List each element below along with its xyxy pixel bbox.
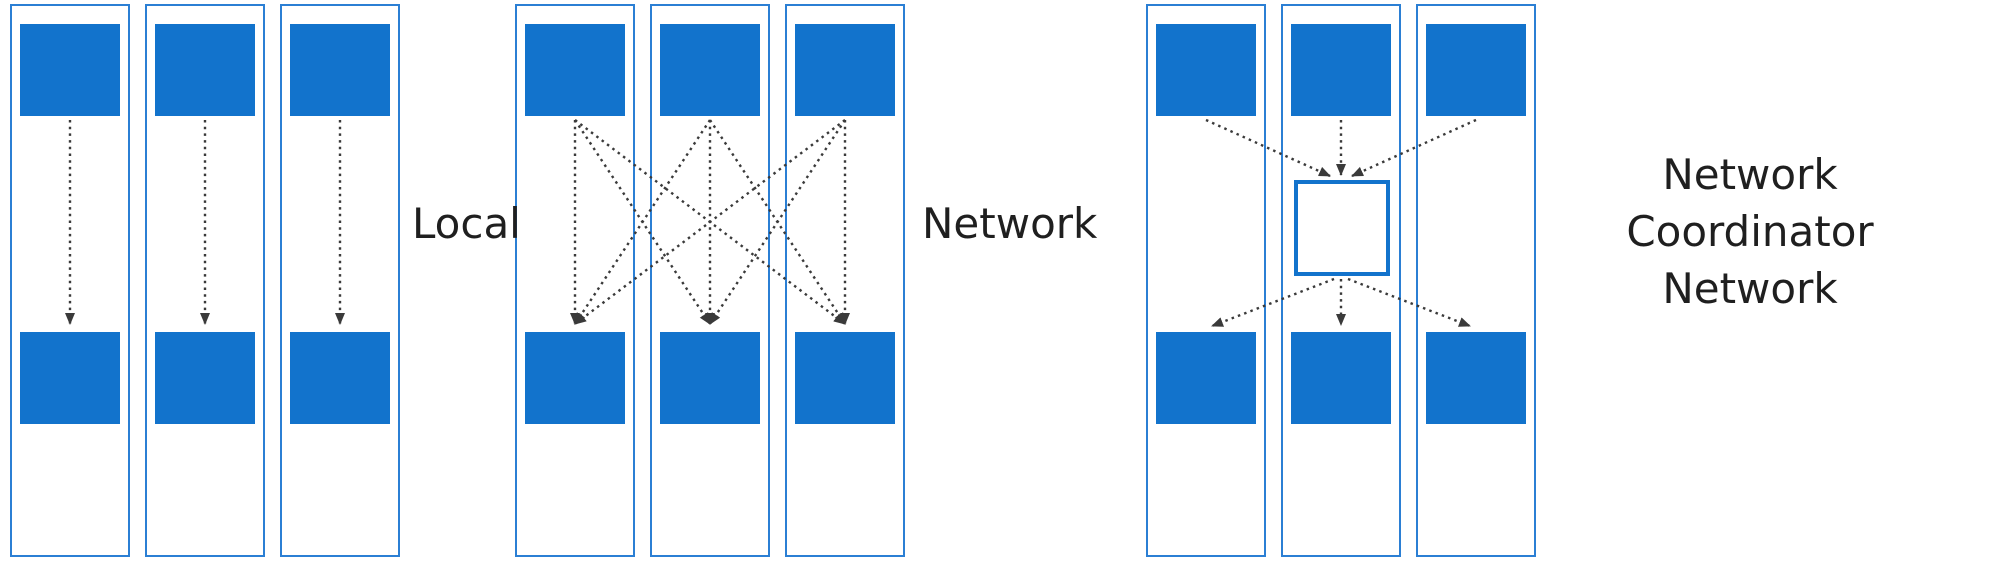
panel-column bbox=[650, 4, 770, 557]
panel-column bbox=[515, 4, 635, 557]
node-top bbox=[795, 24, 895, 116]
panel-label-network: Network bbox=[922, 199, 1098, 248]
node-bottom bbox=[20, 332, 120, 424]
panel-label-coordinator-line3: Network bbox=[1662, 264, 1838, 313]
node-top bbox=[660, 24, 760, 116]
panel-label-coordinator-line1: Network bbox=[1662, 150, 1838, 199]
panel-column bbox=[1416, 4, 1536, 557]
node-bottom bbox=[290, 332, 390, 424]
node-top bbox=[1291, 24, 1391, 116]
panel-column bbox=[1146, 4, 1266, 557]
node-bottom bbox=[795, 332, 895, 424]
node-bottom bbox=[1291, 332, 1391, 424]
panel-column bbox=[280, 4, 400, 557]
panel-column bbox=[785, 4, 905, 557]
node-top bbox=[20, 24, 120, 116]
panel-column bbox=[10, 4, 130, 557]
node-top bbox=[1426, 24, 1526, 116]
panel-column bbox=[145, 4, 265, 557]
node-bottom bbox=[660, 332, 760, 424]
node-bottom bbox=[1156, 332, 1256, 424]
node-top bbox=[1156, 24, 1256, 116]
panel-label-local: Local bbox=[412, 199, 521, 248]
panel-label-coordinator: Network Coordinator Network bbox=[1548, 146, 1952, 317]
node-bottom bbox=[525, 332, 625, 424]
coordinator-node bbox=[1294, 180, 1390, 276]
node-top bbox=[290, 24, 390, 116]
node-top bbox=[155, 24, 255, 116]
node-top bbox=[525, 24, 625, 116]
node-bottom bbox=[1426, 332, 1526, 424]
node-bottom bbox=[155, 332, 255, 424]
panel-column bbox=[1281, 4, 1401, 557]
panel-label-coordinator-line2: Coordinator bbox=[1626, 207, 1874, 256]
